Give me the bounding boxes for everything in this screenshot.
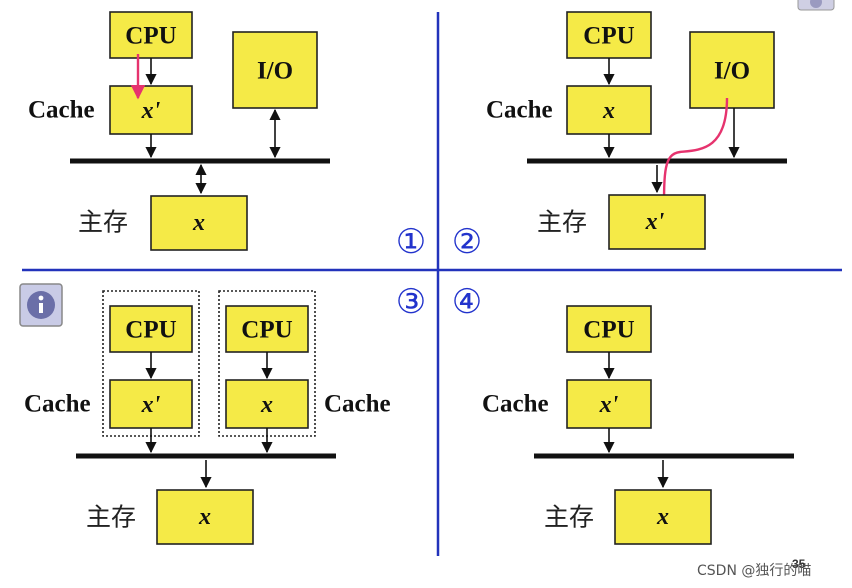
q3-cache-b-value: x	[260, 392, 273, 418]
q1-io-label: I/O	[257, 58, 293, 85]
q4-memory-value: x	[656, 504, 669, 530]
q3-memory-label: 主存	[86, 503, 136, 532]
q3-cache-a-box	[109, 379, 193, 429]
q2-cache-value: x	[602, 98, 615, 124]
q3-cpu-b-label: CPU	[241, 317, 292, 344]
q2-memory-label: 主存	[537, 208, 587, 237]
quadrant-4: CPU x' Cache x 主存 ④	[452, 282, 794, 545]
nav-button-icon	[810, 0, 822, 8]
quadrant-1: CPU x' Cache I/O x 主存 ①	[28, 11, 426, 262]
q2-cache-box	[566, 85, 652, 135]
q3-memory-value: x	[198, 504, 211, 530]
corner-nav-button[interactable]	[797, 0, 835, 11]
quadrant-3: CPU x' Cache CPU x Cache x 主存 ③	[19, 282, 426, 545]
q2-io-box	[689, 31, 775, 109]
q3-memory-box	[156, 489, 254, 545]
q3-cache-a-label: Cache	[24, 391, 91, 418]
q2-io-label: I/O	[714, 58, 750, 85]
q4-memory-label: 主存	[544, 503, 594, 532]
slide-number: 35	[792, 557, 806, 571]
q2-cpu-label: CPU	[583, 23, 634, 50]
q1-memory-label: 主存	[78, 208, 128, 237]
q1-number: ①	[396, 222, 426, 262]
q3-cpu-a-label: CPU	[125, 317, 176, 344]
q2-memory-value: x'	[645, 209, 665, 235]
q3-cpu-a-box	[109, 305, 193, 353]
q1-io-box	[232, 31, 318, 109]
q2-cpu-box	[566, 11, 652, 59]
q2-memory-box	[608, 194, 706, 250]
q1-memory-box	[150, 195, 248, 251]
q2-number: ②	[452, 222, 482, 262]
q4-cache-label: Cache	[482, 391, 549, 418]
q4-cache-value: x'	[599, 392, 619, 418]
q4-memory-box	[614, 489, 712, 545]
q1-cache-value: x'	[141, 98, 161, 124]
q3-cpu-b-box	[225, 305, 309, 353]
q1-memory-value: x	[192, 210, 205, 236]
q4-cpu-label: CPU	[583, 317, 634, 344]
q1-cache-box	[109, 85, 193, 135]
q1-cpu-box	[109, 11, 193, 59]
q3-cache-a-value: x'	[141, 392, 161, 418]
q3-number: ③	[396, 282, 426, 322]
quadrant-2: CPU x Cache I/O x' 主存 ②	[452, 11, 787, 262]
q3-cache-b-box	[225, 379, 309, 429]
q1-cache-label: Cache	[28, 97, 95, 124]
q4-number: ④	[452, 282, 482, 322]
info-button[interactable]	[19, 283, 63, 327]
q1-cpu-label: CPU	[125, 23, 176, 50]
watermark: CSDN @独行的喵	[697, 563, 811, 579]
q3-cache-b-label: Cache	[324, 391, 391, 418]
q4-cache-box	[566, 379, 652, 429]
q2-cache-label: Cache	[486, 97, 553, 124]
q2-io-write-arrow	[656, 97, 729, 214]
